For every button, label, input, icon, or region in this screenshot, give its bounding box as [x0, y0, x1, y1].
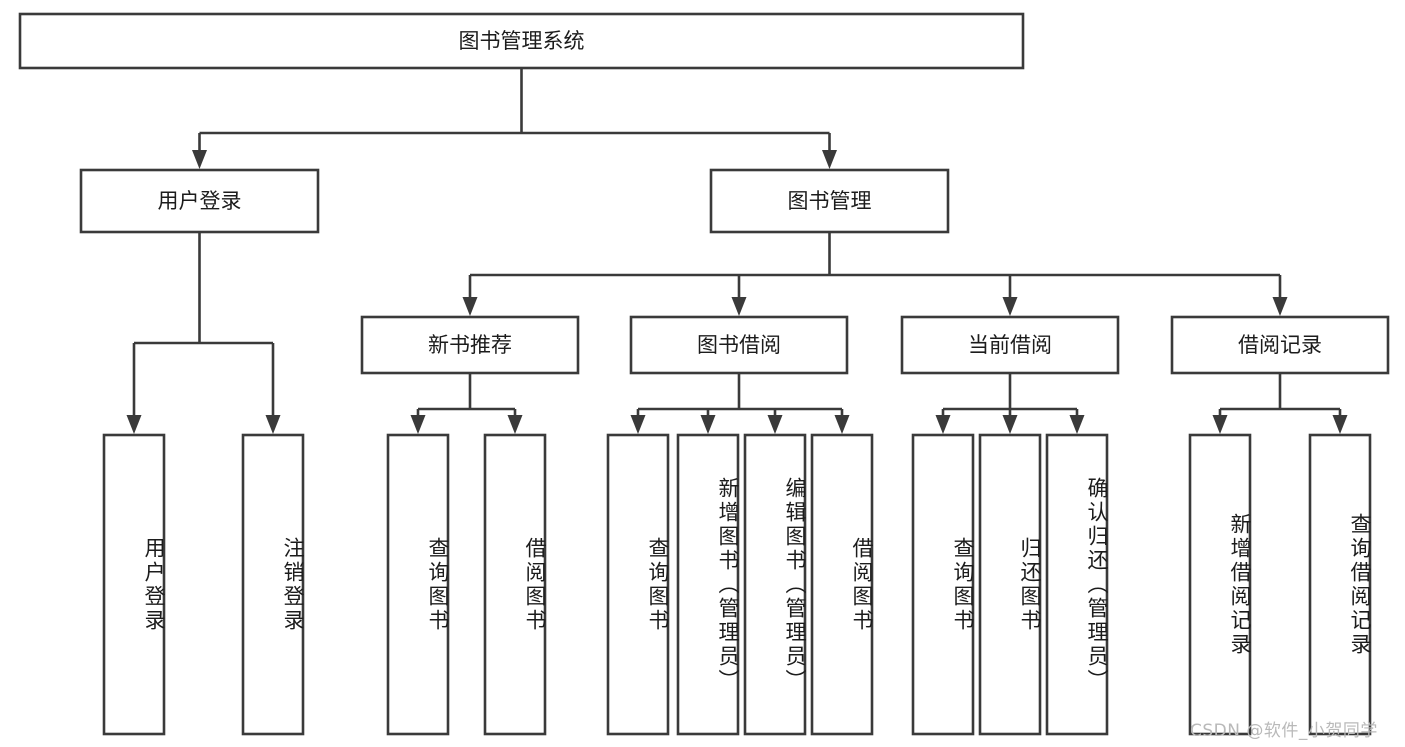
arrow-head-icon: [507, 415, 523, 434]
node-label-current-borrow: 当前借阅: [968, 333, 1052, 357]
arrow-head-icon: [462, 297, 478, 316]
arrow-head-icon: [1002, 297, 1018, 316]
node-box-borrow-record[interactable]: [1170, 315, 1390, 375]
arrow-head-icon: [731, 297, 747, 316]
node-label-borrow-record: 借阅记录: [1238, 333, 1322, 357]
node-box-leaf-borrow-book-2[interactable]: [810, 433, 874, 736]
arrow-head-icon: [630, 415, 646, 434]
arrow-head-icon: [1069, 415, 1085, 434]
arrow-head-icon: [1002, 415, 1018, 434]
arrow-head-icon: [126, 415, 142, 434]
node-box-leaf-query-book-1[interactable]: [386, 433, 450, 736]
arrow-head-icon: [935, 415, 951, 434]
node-box-new-book-rec[interactable]: [360, 315, 580, 375]
node-box-layer: [18, 12, 1390, 736]
arrow-head-icon: [265, 415, 281, 434]
node-label-user-login: 用户登录: [158, 189, 242, 213]
node-box-root[interactable]: [18, 12, 1025, 70]
node-box-leaf-add-book[interactable]: [676, 433, 740, 736]
node-box-current-borrow[interactable]: [900, 315, 1120, 375]
node-label-book-borrow: 图书借阅: [697, 333, 781, 357]
arrow-head-icon: [834, 415, 850, 434]
node-box-leaf-query-record[interactable]: [1308, 433, 1372, 736]
connector-layer: [126, 68, 1348, 434]
node-box-book-borrow[interactable]: [629, 315, 849, 375]
node-box-leaf-add-record[interactable]: [1188, 433, 1252, 736]
arrow-head-icon: [192, 150, 207, 169]
node-box-leaf-user-login[interactable]: [102, 433, 166, 736]
arrow-head-icon: [700, 415, 716, 434]
node-label-root: 图书管理系统: [459, 29, 585, 53]
arrow-head-icon: [1212, 415, 1228, 434]
arrow-head-icon: [410, 415, 426, 434]
node-box-book-manage[interactable]: [709, 168, 950, 234]
node-label-book-manage: 图书管理: [788, 189, 872, 213]
arrow-head-icon: [767, 415, 783, 434]
arrow-head-icon: [822, 150, 837, 169]
node-box-leaf-edit-book[interactable]: [743, 433, 807, 736]
arrow-head-icon: [1272, 297, 1288, 316]
arrow-head-icon: [1332, 415, 1348, 434]
node-box-leaf-return-book[interactable]: [978, 433, 1042, 736]
node-box-user-login[interactable]: [79, 168, 320, 234]
node-box-leaf-query-book-2[interactable]: [606, 433, 670, 736]
csdn-watermark: CSDN @软件_小贺同学: [1190, 721, 1378, 741]
node-box-leaf-borrow-book-1[interactable]: [483, 433, 547, 736]
node-label-new-book-rec: 新书推荐: [428, 333, 512, 357]
node-box-leaf-user-logout[interactable]: [241, 433, 305, 736]
node-box-leaf-query-book-3[interactable]: [911, 433, 975, 736]
node-box-leaf-confirm-return[interactable]: [1045, 433, 1109, 736]
